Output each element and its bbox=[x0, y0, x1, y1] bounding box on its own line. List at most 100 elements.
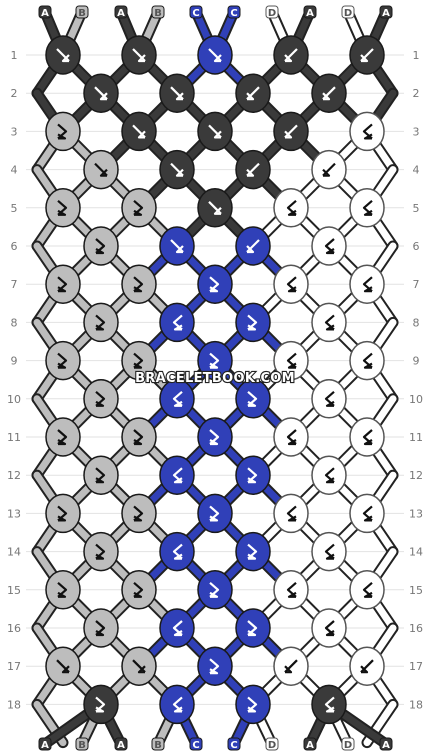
arrow-head-icon bbox=[209, 668, 219, 675]
knot bbox=[121, 493, 157, 534]
knot-body bbox=[83, 302, 119, 343]
arrow-head-icon bbox=[325, 706, 335, 713]
knot bbox=[349, 111, 385, 152]
arrow-head-icon bbox=[57, 209, 67, 216]
knot bbox=[121, 646, 157, 686]
knot bbox=[349, 264, 385, 304]
knot bbox=[235, 531, 271, 572]
arrow-head-icon bbox=[99, 168, 108, 177]
row-number-left: 16 bbox=[7, 622, 21, 635]
knot-body bbox=[311, 379, 347, 419]
knot-body bbox=[83, 531, 119, 572]
row-number-right: 14 bbox=[409, 546, 423, 559]
knot bbox=[121, 417, 157, 457]
arrow-head-icon bbox=[287, 209, 297, 216]
knot-body bbox=[311, 684, 347, 725]
knot-body bbox=[121, 493, 157, 534]
knot bbox=[311, 379, 347, 419]
knot bbox=[311, 149, 347, 190]
arrow-head-icon bbox=[175, 245, 184, 254]
knot-body bbox=[45, 417, 81, 457]
knot bbox=[349, 188, 385, 228]
knot-body bbox=[349, 264, 385, 304]
knot bbox=[121, 188, 157, 228]
top-thread-end bbox=[189, 5, 203, 19]
row-number-right: 17 bbox=[409, 660, 423, 673]
top-thread-letter: D bbox=[344, 8, 352, 19]
knot bbox=[45, 188, 81, 228]
backward-arrow-icon bbox=[322, 162, 336, 177]
bottom-thread-letter: B bbox=[154, 740, 162, 751]
knot bbox=[235, 226, 271, 266]
arrow-head-icon bbox=[133, 591, 143, 598]
row-number-left: 1 bbox=[11, 49, 18, 62]
row-number-left: 4 bbox=[11, 164, 18, 177]
arrow-head-icon bbox=[360, 665, 369, 674]
arrow-head-icon bbox=[133, 439, 143, 446]
arrow-head-icon bbox=[173, 706, 183, 713]
row-number-left: 6 bbox=[11, 240, 18, 253]
bottom-thread-letter: D bbox=[268, 740, 276, 751]
row-number-left: 7 bbox=[11, 278, 18, 291]
knot bbox=[235, 455, 271, 495]
arrow-head-icon bbox=[57, 286, 67, 293]
knot bbox=[273, 417, 309, 457]
row-number-right: 2 bbox=[413, 87, 420, 100]
knot-body bbox=[197, 646, 233, 686]
arrow-head-icon bbox=[213, 207, 222, 215]
knot-body bbox=[83, 379, 119, 419]
knot bbox=[45, 264, 81, 304]
knot-body bbox=[45, 111, 81, 152]
knot-body bbox=[311, 455, 347, 495]
arrow-head-icon bbox=[284, 54, 293, 63]
knot bbox=[197, 340, 233, 381]
bottom-thread-letter: C bbox=[192, 740, 199, 751]
knot bbox=[349, 35, 385, 75]
top-thread-letter: B bbox=[154, 8, 162, 19]
knot-body bbox=[349, 493, 385, 534]
bottom-thread-letter: A bbox=[382, 740, 390, 751]
arrow-head-icon bbox=[209, 591, 219, 598]
row-number-right: 4 bbox=[413, 164, 420, 177]
knot-body bbox=[311, 608, 347, 648]
top-thread-letter: C bbox=[230, 8, 237, 19]
knot-body bbox=[121, 417, 157, 457]
top-thread-letter: C bbox=[192, 8, 199, 19]
forward-arrow-icon bbox=[132, 124, 146, 139]
knot-body bbox=[235, 455, 271, 495]
arrow-head-icon bbox=[173, 630, 183, 637]
knot bbox=[83, 73, 119, 113]
bottom-thread-end bbox=[189, 737, 203, 751]
arrow-head-icon bbox=[173, 400, 183, 407]
bottom-thread-end bbox=[38, 737, 52, 751]
top-thread-end bbox=[114, 5, 128, 19]
arrow-head-icon bbox=[247, 706, 257, 713]
arrow-head-icon bbox=[287, 362, 297, 369]
knot-body bbox=[273, 493, 309, 534]
knot bbox=[235, 608, 271, 648]
arrow-head-icon bbox=[247, 553, 257, 560]
knot bbox=[121, 570, 157, 610]
arrow-head-icon bbox=[57, 591, 67, 598]
arrow-head-icon bbox=[325, 630, 335, 637]
knot-body bbox=[273, 188, 309, 228]
knot bbox=[311, 302, 347, 343]
knot bbox=[159, 455, 195, 495]
knot-body bbox=[45, 188, 81, 228]
knot bbox=[159, 608, 195, 648]
knot-body bbox=[121, 340, 157, 381]
arrow-head-icon bbox=[360, 54, 369, 63]
bottom-thread-letter: A bbox=[306, 740, 314, 751]
arrow-head-icon bbox=[95, 400, 105, 407]
backward-arrow-icon bbox=[246, 86, 260, 100]
arrow-head-icon bbox=[173, 324, 183, 331]
knot bbox=[121, 340, 157, 381]
knot bbox=[45, 340, 81, 381]
knot bbox=[197, 188, 233, 228]
arrow-head-icon bbox=[137, 665, 146, 674]
row-number-left: 3 bbox=[11, 125, 18, 138]
arrow-head-icon bbox=[325, 553, 335, 560]
row-number-left: 9 bbox=[11, 355, 18, 368]
row-number-right: 12 bbox=[409, 469, 423, 482]
